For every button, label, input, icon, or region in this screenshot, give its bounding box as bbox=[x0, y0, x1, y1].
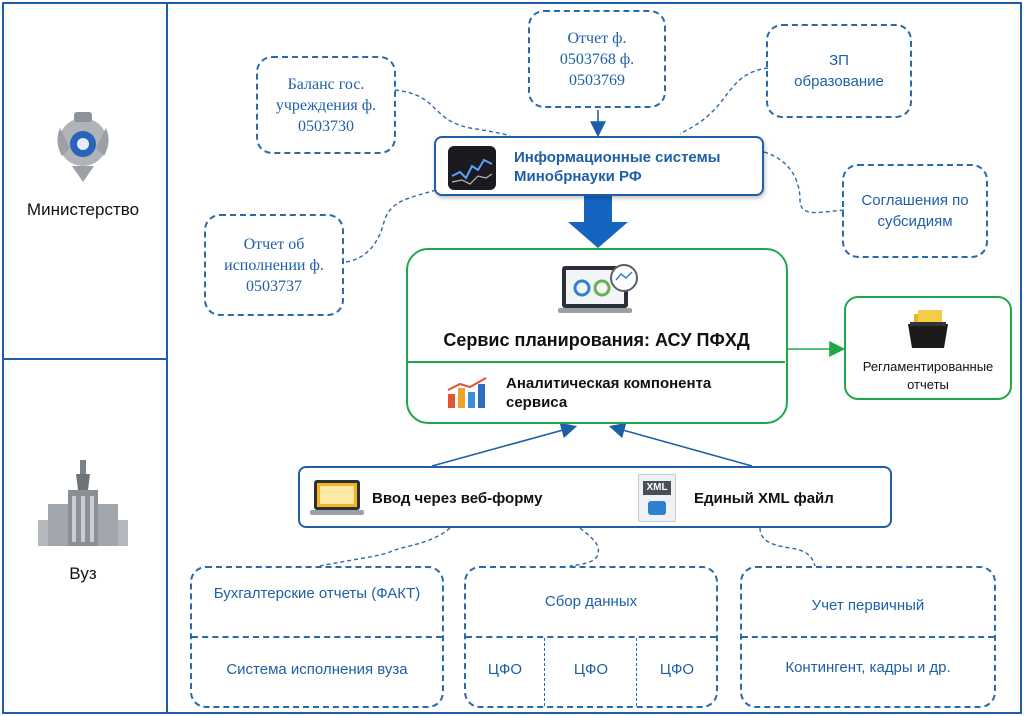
web-form-label: Ввод через веб-форму bbox=[372, 490, 543, 507]
source-accounting-sub: Система исполнения вуза bbox=[226, 661, 408, 678]
ministry-emblem-icon bbox=[57, 112, 109, 182]
report-zp-text: ЗП образование bbox=[794, 52, 884, 90]
sidebar-divider bbox=[166, 2, 168, 714]
info-systems-box: Информационные системы Минобрнауки РФ bbox=[434, 136, 764, 196]
source-collection-box bbox=[464, 566, 718, 708]
report-balance: Баланс гос. учреждения ф. 0503730 bbox=[256, 56, 396, 154]
source-accounting-divider bbox=[192, 636, 442, 638]
stock-chart-icon bbox=[448, 146, 496, 190]
report-balance-text: Баланс гос. учреждения ф. 0503730 bbox=[275, 75, 377, 135]
cfo-divider-2 bbox=[636, 638, 637, 706]
report-0503768: Отчет ф. 0503768 ф. 0503769 bbox=[528, 10, 666, 108]
source-collection-title: Сбор данных bbox=[544, 593, 638, 610]
down-arrow-icon bbox=[568, 196, 628, 248]
report-agreements-text: Соглашения по субсидиям bbox=[861, 192, 969, 230]
ministry-label: Министерство bbox=[26, 200, 140, 219]
report-zp: ЗП образование bbox=[766, 24, 912, 118]
xml-file-label: Единый XML файл bbox=[694, 490, 834, 507]
inputs-box: Ввод через веб-форму XML Единый XML файл bbox=[298, 466, 892, 528]
source-primary-title: Учет первичный bbox=[811, 597, 925, 614]
xml-icon-gem bbox=[648, 501, 666, 515]
report-0503768-text: Отчет ф. 0503768 ф. 0503769 bbox=[559, 29, 635, 89]
xml-file-icon: XML bbox=[638, 474, 676, 522]
cfo-item: ЦФО bbox=[487, 661, 523, 678]
university-label: Вуз bbox=[69, 564, 97, 583]
sidebar-separator bbox=[2, 358, 167, 360]
file-box-icon bbox=[908, 310, 948, 348]
source-accounting-box bbox=[190, 566, 444, 708]
dashboard-laptop-icon bbox=[558, 264, 638, 313]
info-systems-label: Информационные системы Минобрнауки РФ bbox=[514, 149, 721, 185]
report-execution: Отчет об исполнении ф. 0503737 bbox=[204, 214, 344, 316]
source-primary-sub: Контингент, кадры и др. bbox=[785, 659, 951, 676]
university-building-icon bbox=[38, 460, 128, 546]
cfo-divider-1 bbox=[544, 638, 545, 706]
regulated-reports-box: Регламентированные отчеты bbox=[844, 296, 1012, 400]
planning-service-title: Сервис планирования: АСУ ПФХД bbox=[443, 330, 750, 350]
web-form-laptop-icon bbox=[310, 480, 364, 515]
regulated-reports-label: Регламентированные отчеты bbox=[862, 359, 994, 392]
report-agreements: Соглашения по субсидиям bbox=[842, 164, 988, 258]
analytics-label: Аналитическая компонента сервиса bbox=[506, 375, 712, 411]
planning-service-box: Сервис планирования: АСУ ПФХД Аналитичес… bbox=[406, 248, 788, 424]
xml-icon-tag: XML bbox=[643, 481, 671, 495]
source-accounting-title: Бухгалтерские отчеты (ФАКТ) bbox=[213, 585, 421, 602]
cfo-item: ЦФО bbox=[573, 661, 609, 678]
cfo-item: ЦФО bbox=[659, 661, 695, 678]
source-primary-divider bbox=[742, 636, 994, 638]
planning-service-divider bbox=[408, 361, 785, 363]
source-primary-box bbox=[740, 566, 996, 708]
source-collection-divider bbox=[466, 636, 716, 638]
report-execution-text: Отчет об исполнении ф. 0503737 bbox=[224, 235, 324, 295]
analytics-chart-icon bbox=[447, 377, 487, 408]
